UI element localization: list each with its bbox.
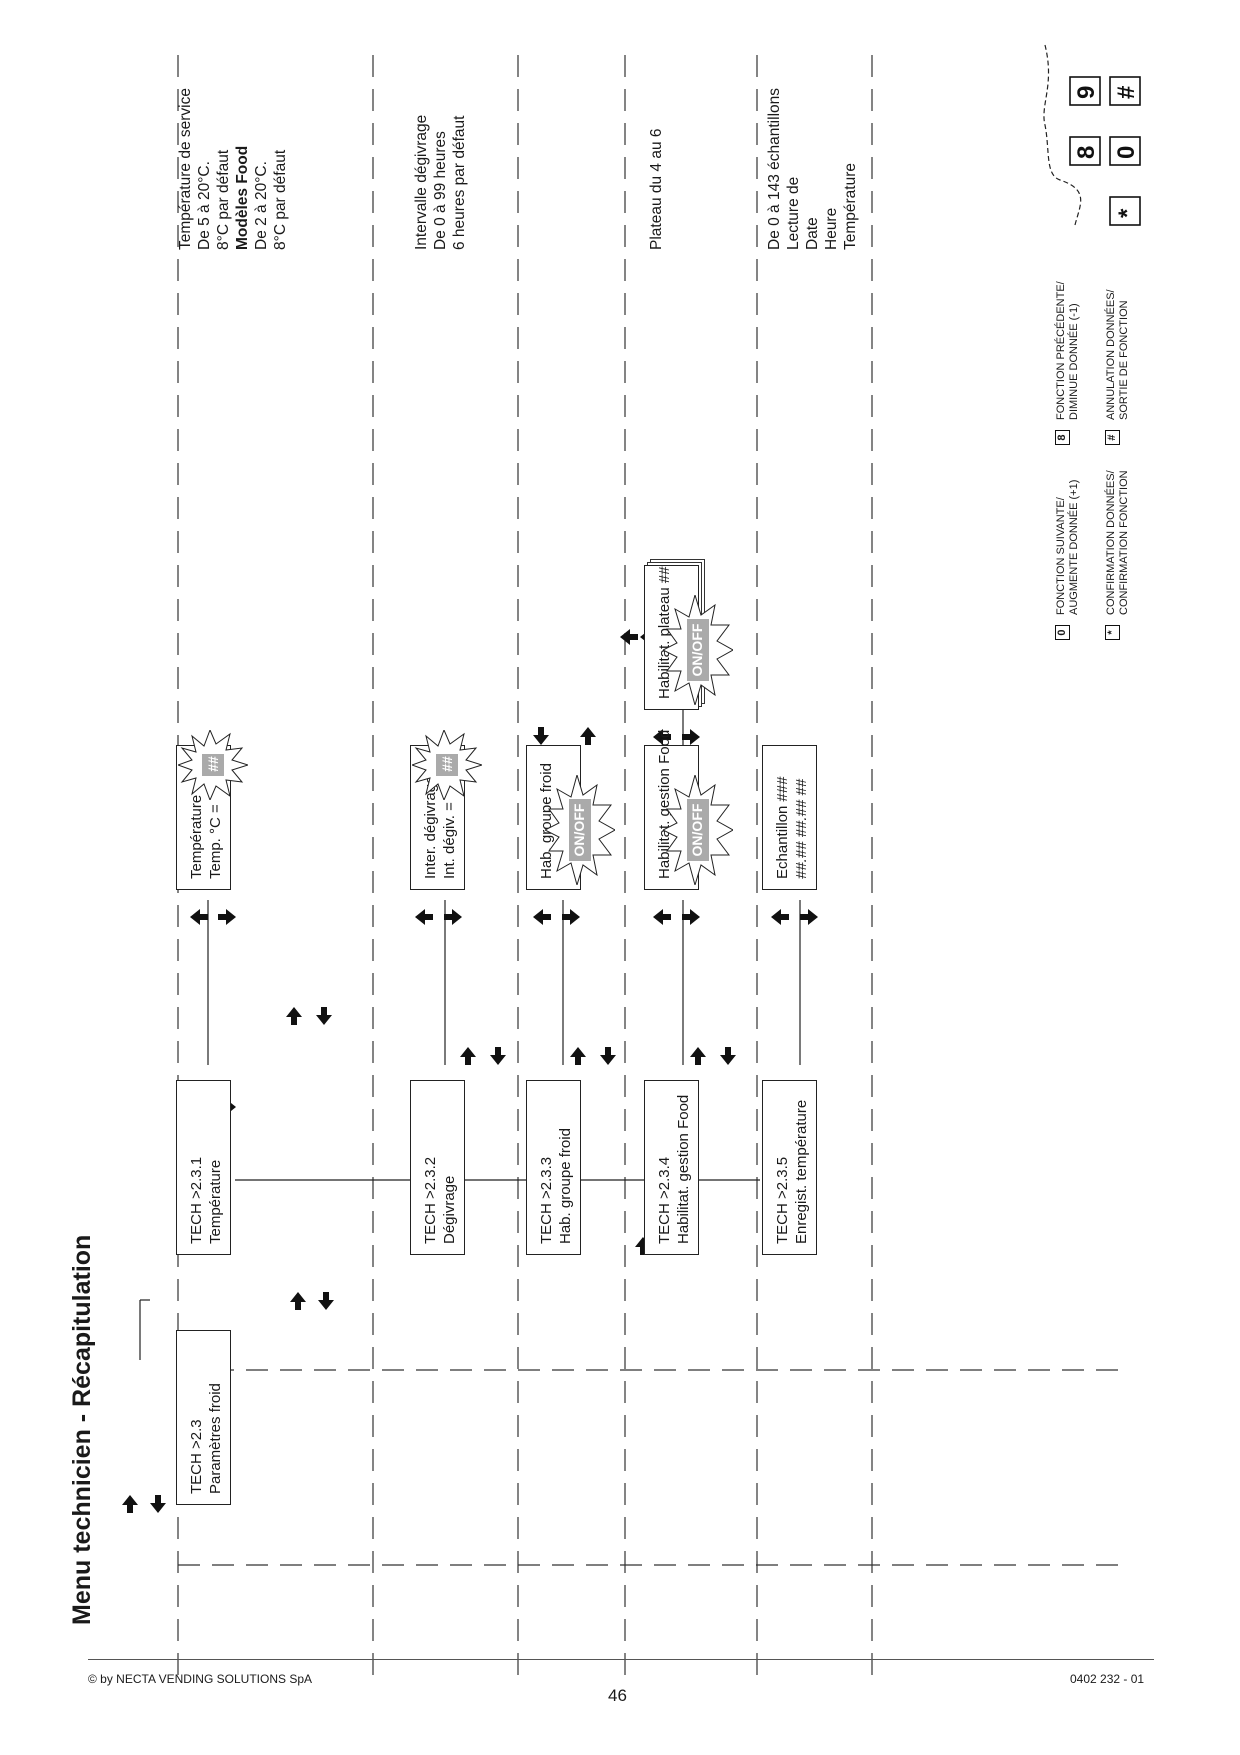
keypad-outline — [1043, 44, 1082, 226]
key-star-icon: * — [1105, 625, 1120, 640]
key-star-label: * — [1114, 208, 1141, 218]
legend-line: CONFIRMATION DONNÉES/ — [1105, 470, 1117, 615]
menu-root-code: TECH >2.3 — [188, 1419, 205, 1494]
legend-line: FONCTION PRÉCÉDENTE/ — [1055, 281, 1067, 420]
key-8-icon: 8 — [1055, 430, 1070, 445]
note-line: 6 heures par défaut — [451, 115, 468, 250]
menu-item-2-3-1: TECH >2.3.1 Température — [176, 1080, 231, 1255]
menu-item-2-3-2: TECH >2.3.2 Dégivrage — [410, 1080, 465, 1255]
item-label: Hab. groupe froid — [557, 1128, 574, 1244]
note-enregistrement: De 0 à 143 échantillons Lecture de Date … — [765, 88, 860, 250]
legend-line: SORTIE DE FONCTION — [1118, 300, 1130, 420]
note-line: Heure — [823, 207, 840, 250]
value-burst — [412, 730, 482, 800]
item-label: Habilitat. gestion Food — [675, 1094, 692, 1244]
menu-root-box: TECH >2.3 Paramètres froid — [176, 1330, 231, 1505]
key-9-icon — [1069, 76, 1101, 106]
legend-line: DIMINUE DONNÉE (-1) — [1068, 303, 1080, 420]
value-burst — [545, 775, 615, 885]
footer-copyright: © by NECTA VENDING SOLUTIONS SpA — [88, 1672, 313, 1686]
note-degivrage: Intervalle dégivrage De 0 à 99 heures 6 … — [412, 115, 469, 250]
item-code: TECH >2.3.1 — [188, 1156, 205, 1244]
menu-item-2-3-3: TECH >2.3.3 Hab. groupe froid — [526, 1080, 581, 1255]
detail-line2: ##.## ##.## ## — [793, 778, 810, 879]
key-9-label: 9 — [1073, 86, 1100, 99]
key-hash-icon — [1109, 76, 1141, 106]
footer-rule — [88, 1659, 1154, 1660]
key-0-icon — [1109, 136, 1141, 166]
keypad-illustration: 8 9 * 0 # — [1043, 44, 1141, 226]
item-label: Dégivrage — [441, 1175, 458, 1244]
item-label: Température — [207, 1159, 224, 1244]
key-hash-label: # — [1113, 86, 1140, 99]
note-line: 8°C par défaut — [272, 149, 289, 250]
legend-line: ANNULATION DONNÉES/ — [1105, 289, 1117, 420]
note-heading: Modèles Food — [234, 145, 251, 250]
key-8-label: 8 — [1073, 146, 1100, 159]
legend-previous: 8 FONCTION PRÉCÉDENTE/DIMINUE DONNÉE (-1) — [1055, 281, 1081, 445]
legend-line: CONFIRMATION FONCTION — [1118, 470, 1130, 615]
item-label: Enregist. température — [793, 1099, 810, 1244]
legend-line: AUGMENTE DONNÉE (+1) — [1068, 479, 1080, 615]
page-title: Menu technicien - Récapitulation — [68, 1234, 96, 1625]
note-line: Lecture de — [785, 176, 802, 250]
note-line: Intervalle dégivrage — [413, 114, 430, 250]
key-0-icon: 0 — [1055, 625, 1070, 640]
item-code: TECH >2.3.3 — [538, 1156, 555, 1244]
note-plateau: Plateau du 4 au 6 — [647, 128, 666, 250]
note-line: De 0 à 143 échantillons — [766, 87, 783, 250]
legend-confirm: * CONFIRMATION DONNÉES/CONFIRMATION FONCT… — [1105, 470, 1131, 640]
legend-line: FONCTION SUIVANTE/ — [1055, 497, 1067, 615]
note-temperature: Température de service De 5 à 20°C. 8°C … — [176, 88, 290, 250]
detail-value: ## — [205, 756, 221, 772]
note-line: De 2 à 20°C. — [253, 161, 270, 250]
detail-line1: Echantillon ### — [774, 776, 791, 879]
value-burst — [663, 775, 733, 885]
item-code: TECH >2.3.5 — [774, 1156, 791, 1244]
detail-value: ## — [439, 756, 455, 772]
item-code: TECH >2.3.4 — [656, 1156, 673, 1244]
detail-value: ON/OFF — [689, 623, 705, 677]
key-0-label: 0 — [1113, 146, 1140, 159]
value-burst — [178, 730, 248, 800]
key-star-icon — [1109, 196, 1141, 226]
dashed-separators — [177, 55, 1130, 1675]
note-line: Date — [804, 217, 821, 250]
key-hash-icon: # — [1105, 430, 1120, 445]
value-burst — [663, 595, 733, 705]
detail-value: ON/OFF — [689, 803, 705, 857]
note-line: Température de service — [177, 88, 194, 250]
legend-next: 0 FONCTION SUIVANTE/AUGMENTE DONNÉE (+1) — [1055, 480, 1081, 640]
note-line: De 0 à 99 heures — [432, 131, 449, 250]
page-number: 46 — [608, 1686, 627, 1705]
note-line: 8°C par défaut — [215, 149, 232, 250]
legend-cancel: # ANNULATION DONNÉES/SORTIE DE FONCTION — [1105, 289, 1131, 445]
note-line: Température — [842, 162, 859, 250]
menu-item-2-3-5: TECH >2.3.5 Enregist. température — [762, 1080, 817, 1255]
menu-item-2-3-4: TECH >2.3.4 Habilitat. gestion Food — [644, 1080, 699, 1255]
detail-echantillon: Echantillon ### ##.## ##.## ## — [762, 745, 817, 890]
doc-code: 0402 232 - 01 — [1070, 1672, 1145, 1686]
menu-root-label: Paramètres froid — [207, 1383, 224, 1494]
note-line: Plateau du 4 au 6 — [648, 128, 665, 250]
item-code: TECH >2.3.2 — [422, 1156, 439, 1244]
detail-value: ON/OFF — [571, 803, 587, 857]
key-8-icon — [1069, 136, 1101, 166]
note-line: De 5 à 20°C. — [196, 161, 213, 250]
